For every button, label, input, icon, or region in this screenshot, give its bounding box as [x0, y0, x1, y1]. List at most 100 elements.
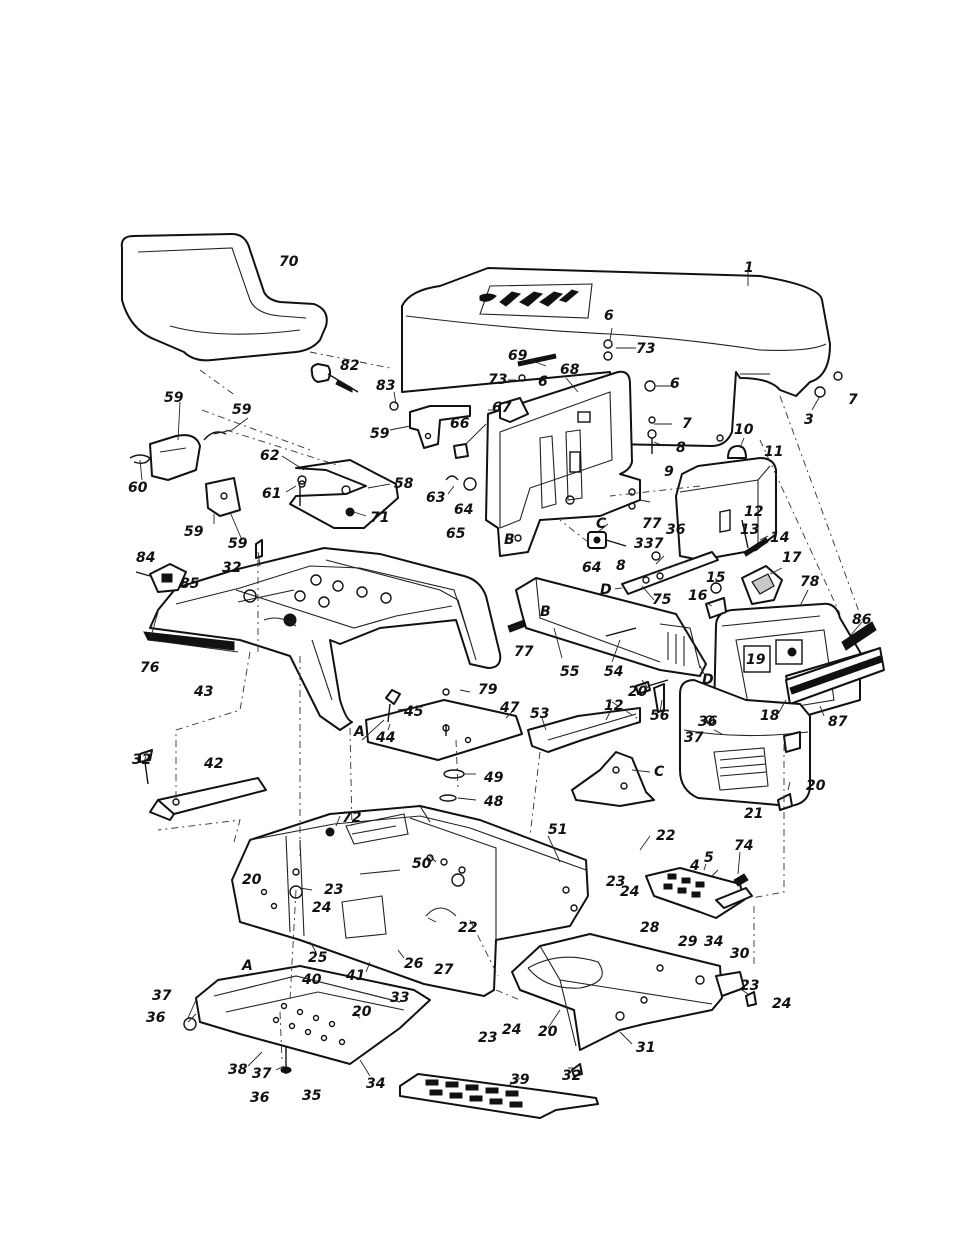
side-bracket [527, 707, 641, 753]
callout-14: 14 [770, 530, 789, 546]
callout-20: 20 [628, 684, 648, 700]
callout-B: B [504, 532, 515, 548]
callout-20: 20 [538, 1024, 558, 1040]
dash-panel [485, 370, 641, 557]
callout-86: 86 [852, 612, 872, 628]
hood-hinge-hardware [517, 339, 843, 454]
callout-36: 36 [666, 522, 686, 538]
callout-26: 26 [404, 956, 424, 972]
callout-15: 15 [706, 570, 726, 586]
callout-78: 78 [800, 574, 820, 590]
callout-8: 8 [676, 440, 686, 456]
callout-64: 64 [454, 502, 473, 518]
callout-labels: 70 1 6 69 73 68 73 6 6 3 7 82 83 67 7 59… [128, 254, 872, 1106]
callout-41: 41 [345, 968, 365, 984]
callout-34: 34 [366, 1076, 385, 1092]
callout-67: 67 [492, 400, 512, 416]
rear-frame-extension [511, 933, 745, 1051]
mounting-bracket-c [571, 751, 655, 807]
callout-23: 23 [478, 1030, 497, 1046]
step-tread [399, 1073, 599, 1119]
callout-16: 16 [688, 588, 708, 604]
callout-13: 13 [740, 522, 759, 538]
callout-65: 65 [446, 526, 466, 542]
callout-24: 24 [312, 900, 331, 916]
tail-light [135, 563, 187, 593]
callout-20: 20 [242, 872, 262, 888]
callout-37: 37 [252, 1066, 272, 1082]
assembly-lines [157, 351, 863, 1061]
callout-54: 54 [604, 664, 623, 680]
callout-A: A [241, 958, 253, 974]
callout-24: 24 [502, 1022, 521, 1038]
callout-83: 83 [376, 378, 395, 394]
callout-20: 20 [352, 1004, 372, 1020]
rear-fender [143, 547, 502, 731]
callout-59: 59 [184, 524, 204, 540]
callout-49: 49 [483, 770, 504, 786]
callout-22: 22 [458, 920, 477, 936]
callout-42: 42 [203, 756, 223, 772]
callout-24: 24 [772, 996, 791, 1012]
callout-D: D [600, 582, 612, 598]
callout-59: 59 [370, 426, 390, 442]
callout-37: 37 [152, 988, 172, 1004]
callout-9: 9 [664, 464, 674, 480]
callout-73: 73 [488, 372, 507, 388]
callout-55: 55 [560, 664, 580, 680]
callout-C: C [596, 516, 607, 532]
callout-50: 50 [412, 856, 432, 872]
callout-11: 11 [764, 444, 783, 460]
callout-74: 74 [734, 838, 753, 854]
callout-84: 84 [136, 550, 155, 566]
callout-8: 8 [616, 558, 626, 574]
callout-70: 70 [279, 254, 299, 270]
callout-72: 72 [342, 810, 361, 826]
callout-66: 66 [450, 416, 470, 432]
callout-87: 87 [828, 714, 848, 730]
callout-69: 69 [508, 348, 528, 364]
seat [120, 233, 328, 362]
callout-58: 58 [394, 476, 414, 492]
callout-36: 36 [146, 1010, 166, 1026]
plate-fasteners [439, 769, 465, 802]
callout-56: 56 [650, 708, 670, 724]
callout-12: 12 [604, 698, 623, 714]
callout-38: 38 [228, 1062, 248, 1078]
callout-44: 44 [375, 730, 395, 746]
nose-panel [679, 679, 811, 807]
callout-24: 24 [620, 884, 639, 900]
callout-25: 25 [308, 950, 328, 966]
callout-77: 77 [642, 516, 662, 532]
throttle-bracket [389, 397, 529, 491]
callout-22: 22 [656, 828, 675, 844]
step-plate [645, 867, 753, 919]
callout-7: 7 [848, 392, 858, 408]
callout-71: 71 [370, 510, 389, 526]
footrest-plate [365, 688, 523, 761]
callout-7: 7 [682, 416, 692, 432]
callout-79: 79 [478, 682, 498, 698]
front-footplate [183, 965, 431, 1074]
callout-37: 37 [684, 730, 704, 746]
main-frame [231, 805, 589, 997]
callout-51: 51 [548, 822, 567, 838]
seat-switch-assembly [129, 431, 241, 517]
hood-support [507, 577, 707, 677]
headlight [741, 565, 783, 605]
callout-19: 19 [746, 652, 766, 668]
callout-12: 12 [744, 504, 763, 520]
callout-21: 21 [744, 806, 763, 822]
seat-mount-bracket [289, 459, 399, 529]
callout-48: 48 [483, 794, 504, 810]
callout-4: 4 [689, 858, 700, 874]
leader-lines [139, 272, 863, 1087]
callout-3: 3 [804, 412, 814, 428]
hood [401, 267, 831, 447]
callout-64: 64 [582, 560, 601, 576]
callout-3: 3 [634, 536, 644, 552]
callout-10: 10 [734, 422, 754, 438]
callout-59: 59 [232, 402, 252, 418]
callout-20: 20 [806, 778, 826, 794]
